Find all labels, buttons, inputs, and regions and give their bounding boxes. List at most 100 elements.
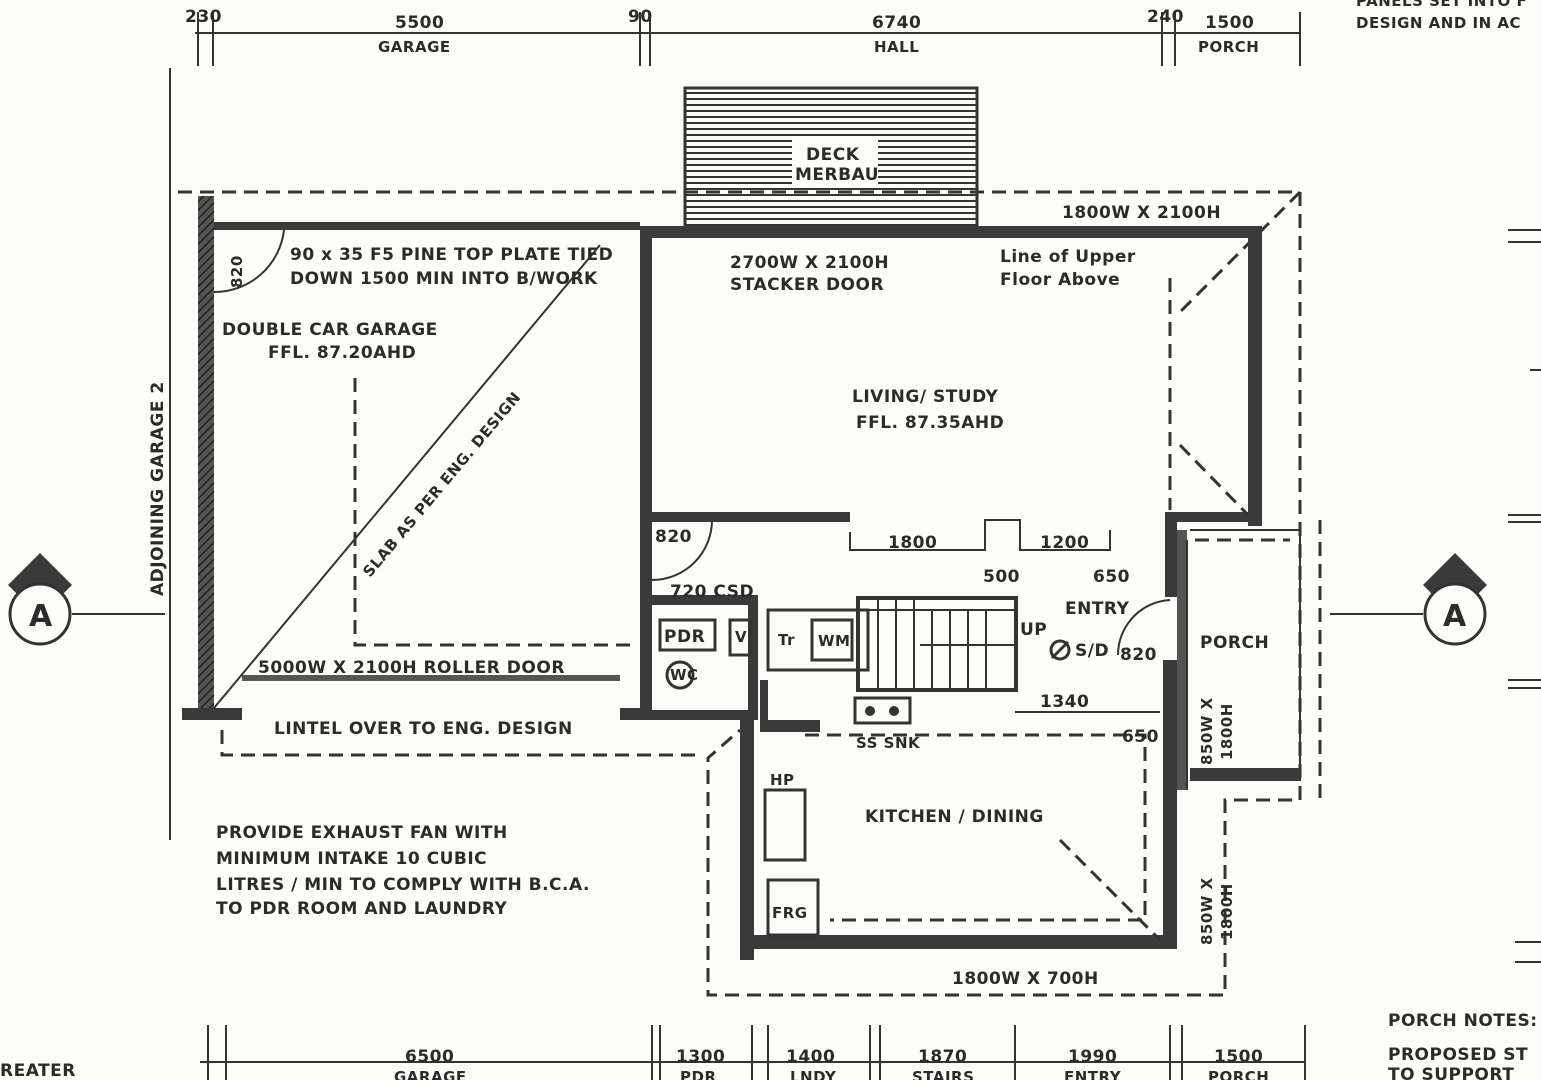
dim-1800: 1800 — [888, 533, 937, 553]
side-window-2-line1: 850W X — [1198, 877, 1216, 945]
porch-notes-line2: TO SUPPORT — [1388, 1065, 1514, 1080]
right-edge-marks — [1508, 229, 1541, 963]
roller-door-label: 5000W X 2100H ROLLER DOOR — [258, 658, 565, 678]
sink-bowl-1 — [865, 706, 875, 716]
top-plate-line2: DOWN 1500 MIN INTO B/WORK — [290, 269, 598, 289]
roof-outline-dashed — [178, 190, 1302, 997]
room-hp: HP — [770, 771, 795, 789]
fridge-space — [766, 878, 820, 937]
hall-door-swing — [651, 519, 713, 581]
garage-room-name: DOUBLE CAR GARAGE — [222, 320, 438, 340]
smoke-detector-icon — [1049, 639, 1071, 661]
roof-diag — [1178, 190, 1302, 314]
section-marker-right — [1330, 553, 1487, 646]
dim-1200: 1200 — [1040, 533, 1089, 553]
porch-notes-title: PORCH NOTES: — [1388, 1011, 1538, 1031]
laundry-box — [766, 608, 870, 672]
deck-label-bg — [792, 140, 878, 184]
top-label-garage: GARAGE — [378, 38, 451, 56]
vanity-box — [728, 618, 752, 657]
stacker-label: STACKER DOOR — [730, 275, 884, 295]
bottom-dim-1500: 1500 — [1214, 1047, 1263, 1067]
hall-dim-line — [849, 519, 1111, 551]
entry-wall-upper — [1165, 512, 1177, 597]
upper-floor-diag — [1178, 443, 1250, 517]
top-plate-line1: 90 x 35 F5 PINE TOP PLATE TIED — [290, 245, 613, 265]
upper-floor-line2: Floor Above — [1000, 270, 1120, 290]
room-wc: WC — [670, 666, 699, 684]
top-label-porch: PORCH — [1198, 38, 1259, 56]
living-top-wall — [640, 226, 1262, 238]
kitchen-bench-top — [760, 720, 820, 732]
entry-door-swing — [1116, 599, 1171, 656]
section-marker-left — [8, 553, 165, 646]
hotplate — [763, 788, 807, 862]
roller-door-line — [242, 675, 620, 681]
bottom-label-garage: GARAGE — [394, 1068, 467, 1080]
bottom-dim-6500: 6500 — [405, 1047, 454, 1067]
side-window-1-line1: 850W X — [1198, 697, 1216, 765]
bottom-dim-1300: 1300 — [676, 1047, 725, 1067]
garage-top-wall — [214, 222, 640, 230]
dim-820-hall: 820 — [655, 527, 692, 547]
room-entry: ENTRY — [1065, 599, 1130, 619]
window-top-right: 1800W X 2100H — [1062, 203, 1221, 223]
room-wm: WM — [818, 632, 850, 650]
section-marker-left-letter: A — [29, 599, 53, 634]
dim-650-top: 650 — [1093, 567, 1130, 587]
bottom-label-lndy: LNDY — [790, 1068, 837, 1080]
dim-500: 500 — [983, 567, 1020, 587]
kitchen-bottom-wall — [740, 935, 1177, 949]
pdr-top-wall — [648, 595, 758, 605]
living-room-ffl: FFL. 87.35AHD — [856, 413, 1004, 433]
bottom-label-stairs: STAIRS — [912, 1068, 974, 1080]
living-bottom-wall-right — [1165, 512, 1262, 522]
top-dim-5500: 5500 — [395, 13, 444, 33]
kitchen-diag — [1058, 838, 1162, 942]
top-dim-6740: 6740 — [872, 13, 921, 33]
bottom-label-pdr: PDR — [680, 1068, 717, 1080]
pdr-box — [658, 618, 717, 652]
bottom-label-entry: ENTRY — [1064, 1068, 1122, 1080]
porch-bottom-wall — [1190, 768, 1300, 780]
slab-diagonal — [213, 244, 601, 709]
garage-door-820: 820 — [228, 255, 246, 288]
living-room-name: LIVING/ STUDY — [852, 387, 998, 407]
pdr-right-wall — [748, 595, 758, 720]
bottom-dim-1400: 1400 — [786, 1047, 835, 1067]
deck-label: DECK — [806, 145, 860, 165]
top-dim-90: 90 — [628, 7, 653, 27]
exhaust-note-line2: MINIMUM INTAKE 10 CUBIC — [216, 849, 487, 869]
top-right-note-line2: DESIGN AND IN AC — [1356, 14, 1521, 32]
room-up: UP — [1020, 620, 1047, 640]
staircase — [856, 596, 1018, 692]
side-window-1-line2: 1800H — [1218, 703, 1236, 760]
bottom-dim-1990: 1990 — [1068, 1047, 1117, 1067]
top-dim-240: 240 — [1147, 7, 1184, 27]
smoke-detector-slash — [1050, 640, 1070, 660]
kitchen-bench-dashed — [805, 733, 1147, 922]
bottom-dimension-line — [200, 1025, 1306, 1080]
wc-fixture — [665, 660, 695, 690]
room-frg: FRG — [772, 904, 808, 922]
kitchen-window-label: 1800W X 700H — [952, 969, 1099, 989]
garage-front-pier — [182, 708, 242, 720]
bottom-label-porch: PORCH — [1208, 1068, 1269, 1080]
top-label-hall: HALL — [874, 38, 919, 56]
bottom-dim-1870: 1870 — [918, 1047, 967, 1067]
garage-room-ffl: FFL. 87.20AHD — [268, 343, 416, 363]
dim-1340: 1340 — [1040, 692, 1089, 712]
room-sink: SS SNK — [856, 734, 921, 752]
porch-left-wall — [1177, 530, 1187, 790]
garage-door-swing — [213, 229, 285, 294]
section-marker-right-letter: A — [1443, 599, 1467, 634]
top-right-note-line1: PANELS SET INTO F — [1356, 0, 1527, 10]
laundry-wall — [760, 680, 768, 720]
sink-bowl-2 — [889, 706, 899, 716]
room-kitchen: KITCHEN / DINING — [865, 807, 1044, 827]
pdr-bottom-wall — [648, 710, 758, 720]
room-v: V — [735, 628, 747, 646]
garage-left-wall — [198, 196, 214, 708]
slab-note: SLAB AS PER ENG. DESIGN — [359, 388, 524, 580]
